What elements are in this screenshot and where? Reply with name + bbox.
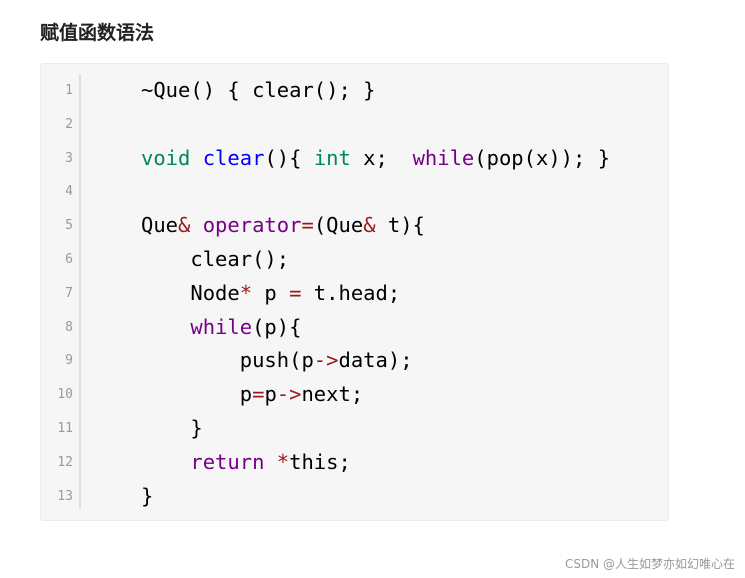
line-number: 10 xyxy=(57,387,73,403)
code-token: (p){ xyxy=(252,314,302,339)
code-line: Node* p = t.head; xyxy=(141,277,400,311)
code-token: while xyxy=(190,314,253,339)
line-number: 5 xyxy=(65,218,73,234)
code-token: -> xyxy=(313,348,339,373)
code-token: = xyxy=(289,280,302,305)
code-token: t.head; xyxy=(301,280,401,305)
code-line: } xyxy=(141,480,153,514)
code-token: p xyxy=(252,280,290,305)
code-token: & xyxy=(363,213,376,238)
code-token: } xyxy=(141,483,154,508)
code-token xyxy=(264,450,276,474)
code-token: & xyxy=(178,213,191,238)
code-token: (Que xyxy=(313,213,364,238)
code-line: return *this; xyxy=(141,446,351,480)
code-token: void xyxy=(141,145,191,170)
code-token: push(p xyxy=(141,348,314,373)
code-token: p xyxy=(264,382,277,407)
line-number: 1 xyxy=(65,83,73,98)
code-token: (pop(x)); } xyxy=(474,145,611,170)
code-line: ~Que() { clear(); } xyxy=(141,74,376,108)
code-token: int xyxy=(313,145,351,170)
watermark: CSDN @人生如梦亦如幻唯心在 xyxy=(564,557,735,571)
code-token: -> xyxy=(276,382,302,407)
line-number: 11 xyxy=(57,421,73,436)
code-token: clear xyxy=(202,145,265,170)
code-token: } xyxy=(141,416,203,440)
line-number: 3 xyxy=(65,150,73,166)
code-token: Node xyxy=(141,280,240,305)
code-token: t){ xyxy=(375,213,425,238)
code-line: } xyxy=(141,412,203,446)
code-token xyxy=(141,450,190,474)
line-number: 13 xyxy=(57,488,73,504)
code-token: this; xyxy=(289,449,351,474)
code-token: clear(); xyxy=(141,247,290,271)
code-line: clear(); xyxy=(141,243,289,277)
code-line: p=p->next; xyxy=(141,378,363,412)
line-number: 9 xyxy=(65,353,73,369)
code-token xyxy=(190,213,202,237)
code-token: p xyxy=(141,382,253,407)
line-number: 8 xyxy=(65,319,73,335)
line-number: 12 xyxy=(57,454,73,470)
code-token: operator xyxy=(202,213,302,238)
code-token: while xyxy=(412,145,475,170)
code-token: Que xyxy=(141,213,179,238)
code-token xyxy=(141,315,190,339)
code-token: x; xyxy=(350,145,413,170)
code-token: ~Que() { clear(); } xyxy=(141,78,376,102)
code-token: (){ xyxy=(264,145,314,170)
code-token xyxy=(190,146,202,170)
code-token: data); xyxy=(338,348,413,373)
code-line: void clear(){ int x; while(pop(x)); } xyxy=(141,142,610,176)
code-token: next; xyxy=(301,382,364,407)
code-line: Que& operator=(Que& t){ xyxy=(141,209,425,243)
code-token: * xyxy=(239,280,253,305)
line-number: 4 xyxy=(65,184,73,200)
code-token: = xyxy=(301,213,314,238)
code-line: while(p){ xyxy=(141,311,301,345)
section-heading: 赋值函数语法 xyxy=(40,22,155,44)
code-token: return xyxy=(190,449,265,474)
code-line: push(p->data); xyxy=(141,344,413,378)
line-number: 6 xyxy=(65,252,73,267)
line-number: 2 xyxy=(65,116,73,132)
code-token: * xyxy=(276,449,290,474)
line-number: 7 xyxy=(65,285,73,301)
code-token: = xyxy=(252,382,265,407)
